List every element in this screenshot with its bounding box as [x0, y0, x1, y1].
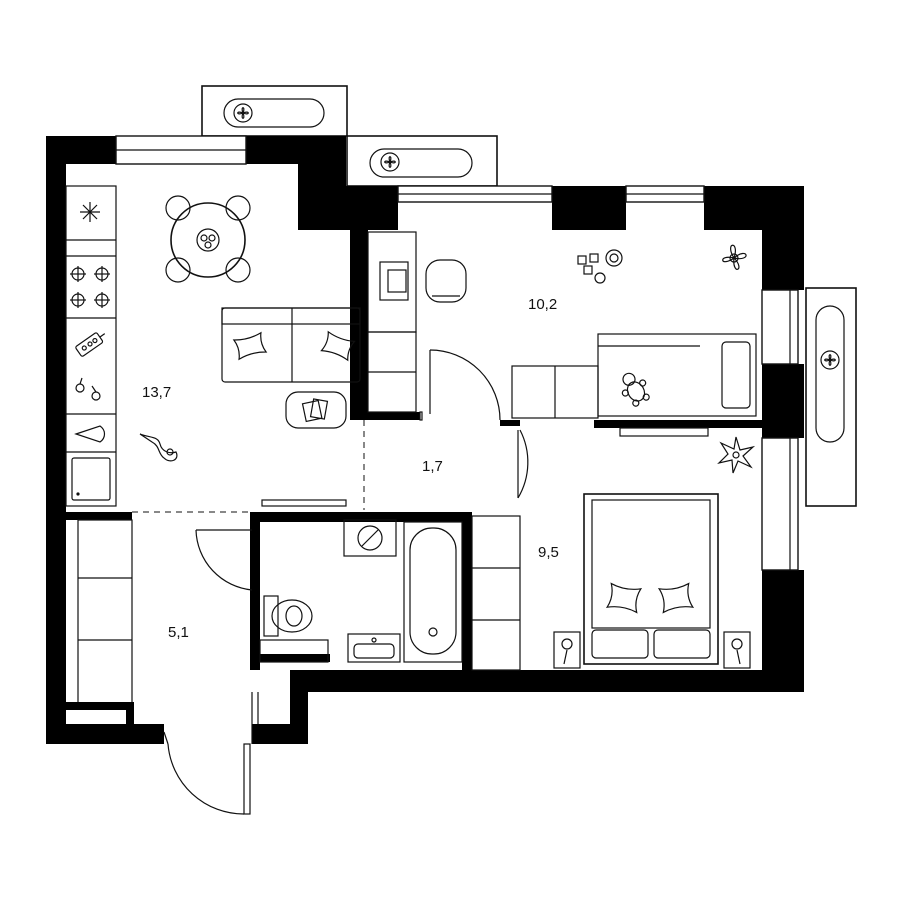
cat-toy-icon	[139, 433, 178, 462]
kitchen-cabinets	[65, 185, 117, 507]
pillow-icon	[232, 331, 268, 361]
washbasin-icon	[347, 633, 401, 663]
oven-icon	[71, 457, 111, 501]
door-icon	[195, 529, 253, 591]
fan-icon	[820, 350, 840, 370]
room-area-corridor: 1,7	[422, 458, 443, 475]
door-icon	[419, 349, 501, 421]
ac-unit-top-left	[201, 85, 348, 137]
windows	[115, 135, 799, 571]
tv-icon	[619, 427, 709, 437]
room-area-children-room: 10,2	[528, 296, 558, 313]
washing-machine-icon	[343, 519, 397, 557]
wardrobe-icon	[511, 365, 599, 419]
plant-icon	[717, 436, 756, 474]
ac-unit-top-middle	[346, 135, 498, 187]
room-area-kitchen-living: 13,7	[142, 384, 172, 401]
sink-icon	[74, 425, 106, 443]
wardrobe-icon	[471, 515, 521, 671]
room-area-hallway: 5,1	[168, 624, 189, 641]
radiator-icon	[261, 499, 347, 507]
room-area-bedroom: 9,5	[538, 544, 559, 561]
pillow-icon	[605, 582, 643, 614]
bed-icon	[597, 333, 757, 417]
wardrobe-icon	[77, 519, 133, 705]
door-icon	[517, 429, 529, 499]
bedside-lamp-icon	[553, 631, 581, 669]
coffee-table-icon	[285, 391, 347, 429]
pillow-icon	[657, 582, 695, 614]
monitor-icon	[379, 261, 409, 301]
interior-walls	[66, 230, 762, 672]
ac-unit-right	[805, 287, 857, 507]
dining-table-icon	[165, 195, 251, 283]
fan-icon	[233, 103, 253, 123]
toy-blocks-icon	[577, 249, 623, 284]
bathtub-icon	[403, 521, 463, 663]
plant-icon	[722, 244, 747, 270]
cherries-icon	[75, 377, 101, 401]
sofa-icon	[221, 307, 361, 383]
office-chair-icon	[425, 259, 467, 303]
desk-icon	[367, 231, 417, 413]
double-bed-icon	[583, 493, 719, 665]
walls	[46, 136, 804, 744]
bedside-lamp-icon	[723, 631, 751, 669]
cutting-board-icon	[75, 332, 106, 357]
toilet-icon	[263, 595, 313, 637]
teddy-bear-icon	[621, 372, 650, 407]
fan-icon	[380, 152, 400, 172]
entrance-door-icon	[163, 692, 259, 815]
pillow-icon	[320, 330, 356, 362]
stove-burner-icon	[70, 266, 110, 308]
snowflake-icon	[80, 202, 100, 222]
